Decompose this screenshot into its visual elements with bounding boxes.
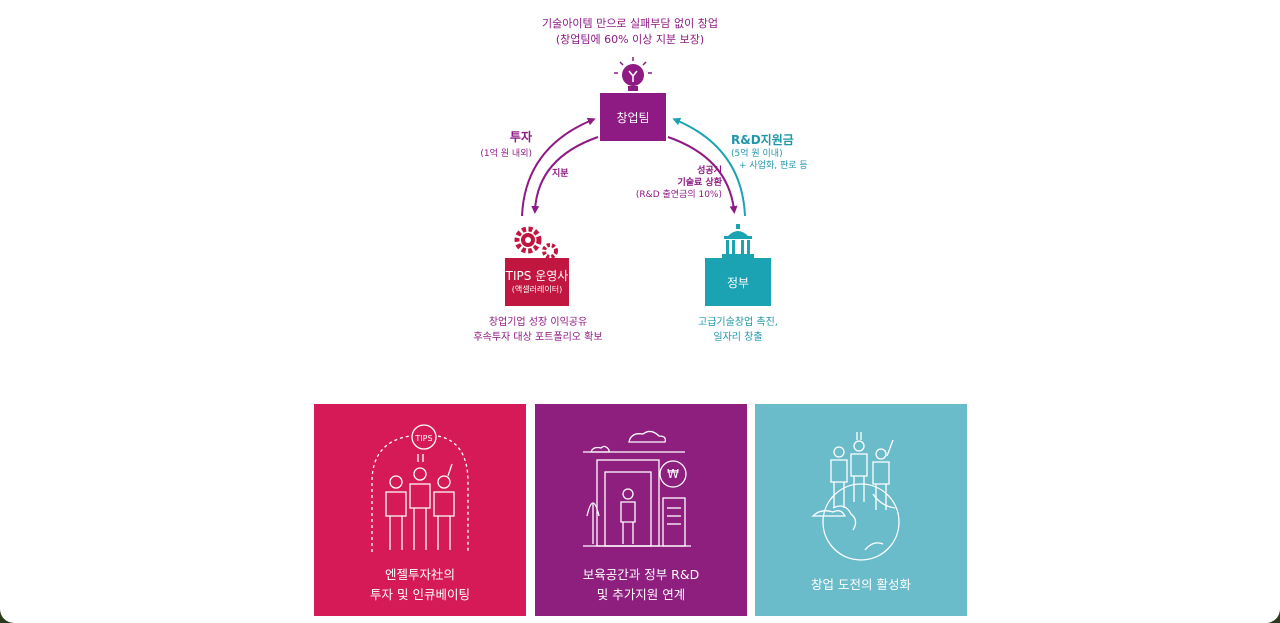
government-label: 정부 [726,275,750,290]
rnd-grant-line2: + 사업화, 판로 등 [739,161,808,171]
startup-team-dome-icon: TIPS [371,424,469,552]
card-incubation-rnd-line2: 및 추가지원 연계 [596,587,686,602]
equity-arrow [531,136,599,214]
gov-caption-line2: 일자리 창출 [713,332,763,343]
rnd-grant-title: R&D지원금 [731,133,794,147]
royalty-line1: 성공시 [697,166,722,176]
tips-operator-caption: 창업기업 성장 이익공유 후속투자 대상 포트폴리오 확보 [440,315,636,345]
team-benefit-line1: 기술아이템 만으로 실패부담 없이 창업 [542,17,718,30]
tips-operator-sub: (액셀러레이터) [511,284,563,294]
government-node: 정부 [705,258,771,306]
royalty-label: 성공시 기술료 상환 (R&D 출연금의 10%) [630,165,722,201]
investment-arrow [521,117,596,217]
won-icon: ₩ [667,467,679,481]
tips-operator-label: TIPS 운영사 [505,268,569,283]
team-benefit-line2: (창업팀에 60% 이상 지분 보장) [555,33,705,46]
card-angel-investment-text: 엔젤투자社의 투자 및 인큐베이팅 [314,565,526,605]
team-label: 창업팀 [616,110,650,125]
royalty-arrow [667,136,738,214]
rnd-grant-detail: (5억 원 이내) + 사업화, 판로 등 [731,148,808,172]
equity-label: 지분 [552,169,569,179]
card-startup-challenge-line1: 창업 도전의 활성화 [811,577,911,592]
people-on-globe-icon [811,432,900,561]
card-startup-challenge-text: 창업 도전의 활성화 [755,575,967,595]
card-startup-challenge: 창업 도전의 활성화 [755,404,967,616]
royalty-line3: (R&D 출연금의 10%) [635,190,722,200]
gears-icon [514,226,558,259]
tips-caption-line2: 후속투자 대상 포트폴리오 확보 [473,332,603,343]
card-angel-investment: TIPS 엔젤투자社의 투자 및 인큐베이팅 [314,404,526,616]
lightbulb-icon [614,57,652,91]
rnd-grant-arrow [672,117,746,217]
gov-caption-line1: 고급기술창업 촉진, [698,317,778,328]
team-node: 창업팀 [600,93,666,141]
card-angel-investment-line2: 투자 및 인큐베이팅 [370,587,470,602]
card-incubation-rnd: ₩ 보육공간과 정부 R&D 및 추가지원 연계 [535,404,747,616]
tips-caption-line1: 창업기업 성장 이익공유 [488,317,588,328]
cycle-diagram [514,57,754,259]
investment-amount: (1억 원 내외) [480,149,532,159]
government-caption: 고급기술창업 촉진, 일자리 창출 [660,315,816,345]
investment-title: 투자 [509,130,532,144]
rnd-grant-line1: (5억 원 이내) [731,149,783,159]
card-angel-investment-line1: 엔젤투자社의 [384,567,455,582]
tips-badge: TIPS [414,434,432,443]
team-benefit-caption: 기술아이템 만으로 실패부담 없이 창업 (창업팀에 60% 이상 지분 보장) [440,16,820,48]
card-incubation-rnd-line1: 보육공간과 정부 R&D [582,567,700,582]
government-building-icon [722,224,754,258]
incubation-building-icon: ₩ [583,430,691,547]
card-incubation-rnd-text: 보육공간과 정부 R&D 및 추가지원 연계 [535,565,747,605]
tips-operator-node: TIPS 운영사 (액셀러레이터) [505,258,569,306]
royalty-line2: 기술료 상환 [677,178,722,188]
